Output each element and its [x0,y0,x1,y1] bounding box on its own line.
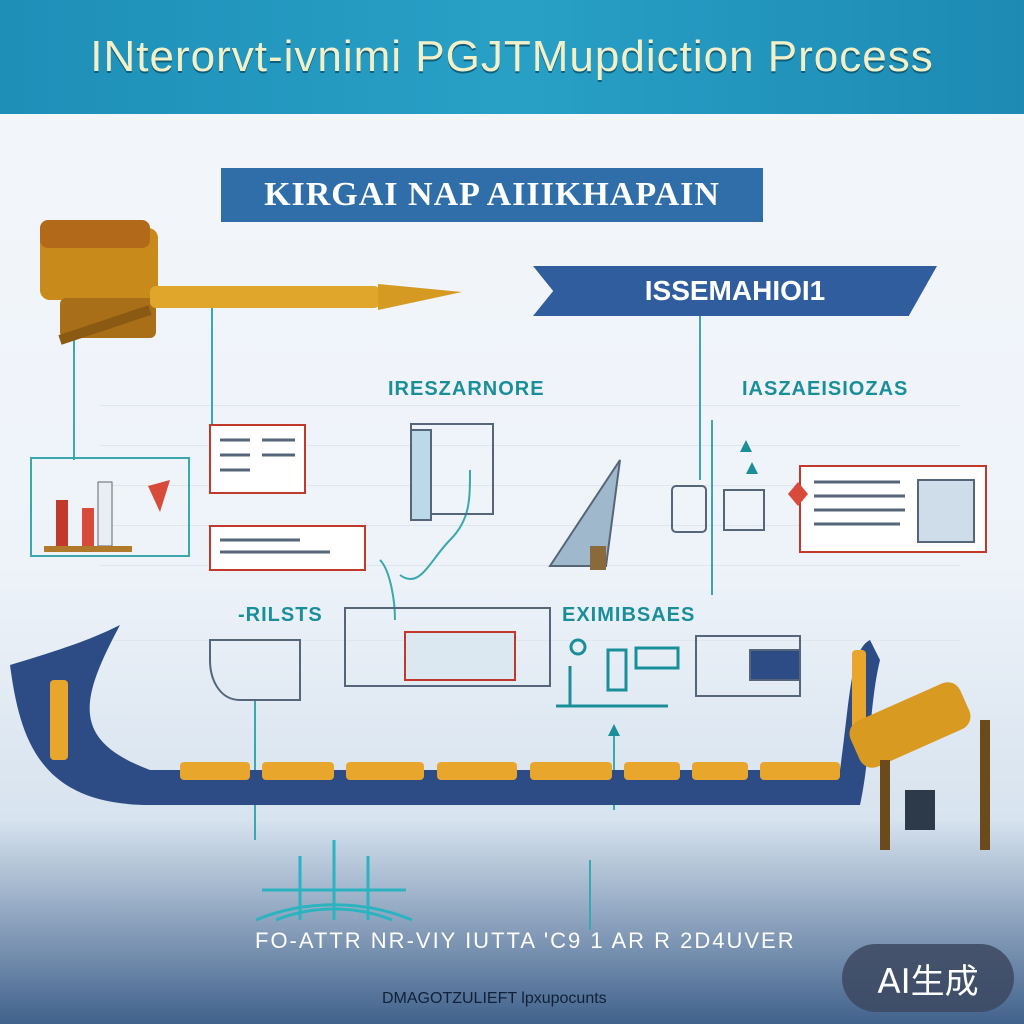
guide-line [100,640,960,641]
page-title: INterorvt-ivnimi PGJTMupdiction Process [90,32,934,81]
header-bar: INterorvt-ivnimi PGJTMupdiction Process [0,0,1024,114]
ai-generated-badge: AI生成 [842,944,1014,1012]
guide-line [100,405,960,406]
guide-line [100,565,960,566]
lab-chart-panel [30,457,190,557]
microscope-icon [849,682,990,850]
label-right-top: IASZAEISIOZAS [742,378,909,400]
primary-banner: KIRGAI NAP AIIIKHAPAIN [221,168,763,222]
secondary-banner: ISSEMAHIOI1 [533,266,937,316]
globe-icon [255,840,413,922]
footer-subcaption: DMAGOTZULIEFT lpxupocunts [382,990,607,1007]
fountain-pen-icon [40,220,462,345]
guide-line [100,445,960,446]
guide-line [100,485,960,486]
beaker-icon [556,638,680,708]
footer-caption: FO-ATTR NR-VIY IUTTA 'C9 1 AR R 2D4UVER [255,928,796,953]
label-mid-bottom: EXIMIBSAES [562,604,696,626]
arrow-icon [608,440,758,736]
label-left-top: IRESZARNORE [388,378,545,400]
pipeline-track [10,625,880,805]
label-left-bottom: -RILSTS [238,604,323,626]
connector-lines [73,306,713,930]
instrument-icon [209,423,801,701]
guide-line [100,525,960,526]
